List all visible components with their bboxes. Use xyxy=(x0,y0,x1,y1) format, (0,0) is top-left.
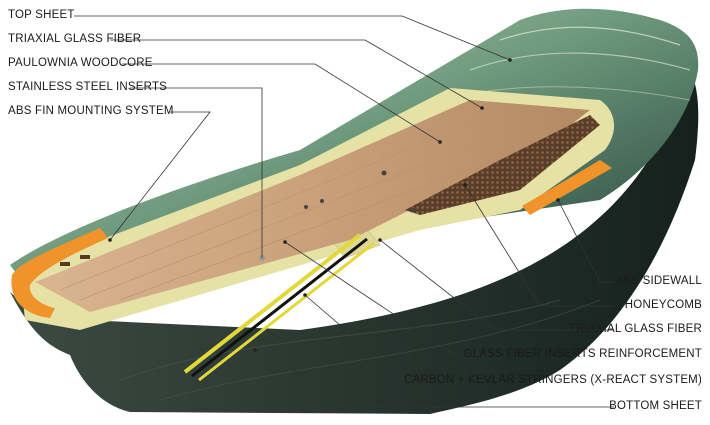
leader-stainless-steel-inserts xyxy=(130,87,263,258)
leader-triaxial-glass-fiber-top xyxy=(110,39,483,109)
label-triaxial-glass-fiber-top: TRIAXIAL GLASS FIBER xyxy=(8,33,142,45)
wood-grain xyxy=(59,119,481,291)
leader-dot xyxy=(378,238,382,242)
label-abs-sidewall: ABS SIDEWALL xyxy=(615,275,702,287)
label-bottom-sheet: BOTTOM SHEET xyxy=(609,400,702,412)
leader-dot xyxy=(480,106,484,110)
steel-insert xyxy=(409,207,415,213)
bottom-sheet-swirl xyxy=(119,299,561,381)
leader-top-sheet xyxy=(74,15,511,61)
leader-dot xyxy=(303,293,307,297)
label-top-sheet: TOP SHEET xyxy=(8,9,75,21)
steel-insert xyxy=(381,170,387,176)
steel-insert xyxy=(304,205,308,209)
leader-dot xyxy=(253,348,257,352)
leader-glass-fiber-inserts-reinforcement xyxy=(284,241,490,356)
wood-grain xyxy=(119,149,521,301)
label-glass-fiber-inserts-reinforcement: GLASS FIBER INSERTS REINFORCEMENT xyxy=(463,348,702,360)
leader-endpoints xyxy=(108,58,560,352)
leader-dot xyxy=(463,183,467,187)
wood-grain xyxy=(79,134,501,301)
top-sheet-swirl xyxy=(499,26,681,46)
label-abs-fin-mounting-system: ABS FIN MOUNTING SYSTEM xyxy=(8,105,174,117)
top-sheet-swirl xyxy=(469,52,691,71)
paulownia-woodcore-layer xyxy=(35,100,590,312)
bottom-sheet-swirl xyxy=(159,299,601,401)
leader-abs-fin-mounting-system xyxy=(109,111,211,241)
bottom-sheet-layer xyxy=(10,70,699,414)
label-stainless-steel-inserts: STAINLESS STEEL INSERTS xyxy=(8,81,168,93)
stringer-yellow xyxy=(198,241,375,382)
label-carbon-kevlar-stringers: CARBON + KEVLAR STRINGERS (X-REACT SYSTE… xyxy=(404,374,702,386)
leader-dot xyxy=(108,238,112,242)
label-paulownia-woodcore: PAULOWNIA WOODCORE xyxy=(8,57,153,69)
label-honeycomb: HONEYCOMB xyxy=(624,299,702,311)
stringer-black xyxy=(191,237,368,378)
leader-honeycomb xyxy=(464,184,614,307)
leader-triaxial-glass-fiber-bottom xyxy=(379,239,614,331)
leader-dot xyxy=(283,240,287,244)
leader-lines xyxy=(74,15,614,408)
leader-bottom-sheet xyxy=(254,349,614,408)
abs-sidewall-strip xyxy=(522,160,612,215)
label-triaxial-glass-fiber-bottom: TRIAXIAL GLASS FIBER xyxy=(568,323,702,335)
stringer-yellow xyxy=(183,233,362,374)
steel-insert xyxy=(320,199,324,203)
honeycomb-layer xyxy=(405,115,600,215)
fin-insert xyxy=(60,262,70,266)
leader-paulownia-woodcore xyxy=(122,63,441,143)
abs-fin-mounting-nose xyxy=(11,228,108,318)
leader-dot xyxy=(508,58,512,62)
leader-carbon-kevlar-stringers xyxy=(304,294,430,382)
fin-insert xyxy=(80,255,90,259)
leader-dot xyxy=(438,140,442,144)
leader-dot xyxy=(556,198,560,202)
leader-abs-sidewall xyxy=(557,199,614,283)
